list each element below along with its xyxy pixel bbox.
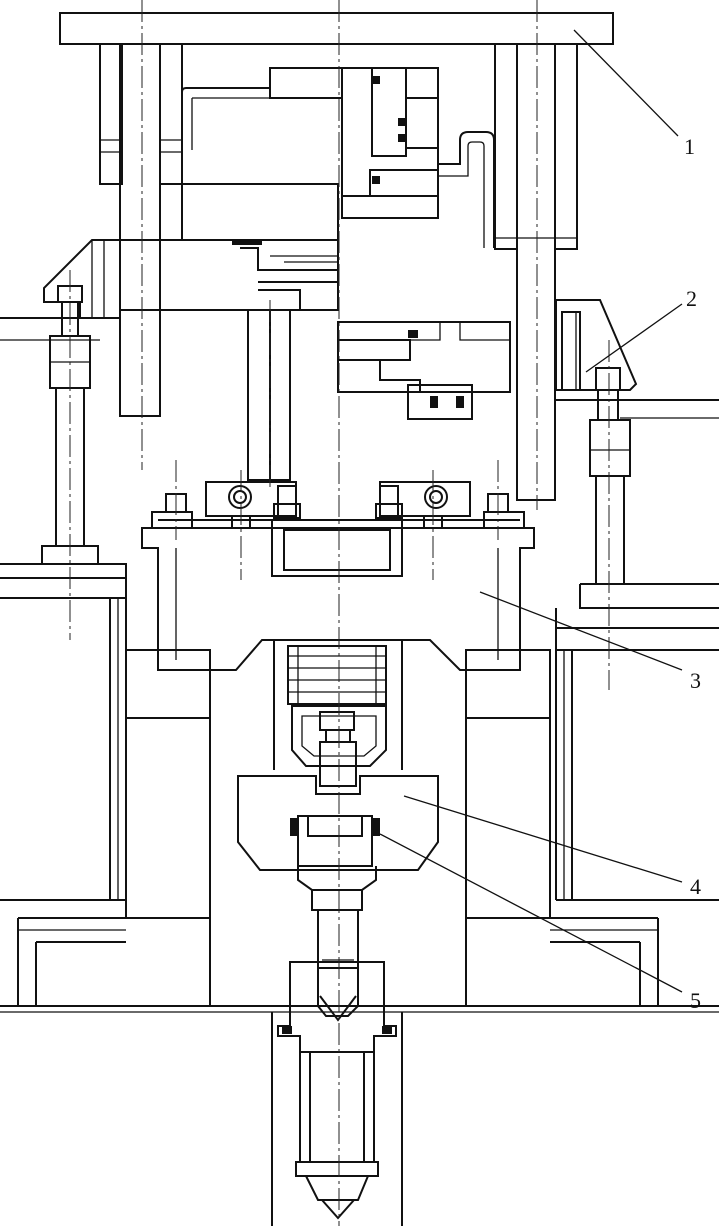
left-side-bracket xyxy=(0,239,127,599)
leader-4 xyxy=(403,795,683,883)
leader-lines xyxy=(379,29,683,993)
callout-3: 3 xyxy=(690,668,701,693)
callout-2: 2 xyxy=(686,286,697,311)
leader-1 xyxy=(573,29,679,137)
die-body xyxy=(141,493,535,671)
leader-3 xyxy=(479,591,683,671)
callout-1: 1 xyxy=(684,134,695,159)
callout-5: 5 xyxy=(690,988,701,1013)
punch-holder xyxy=(291,705,387,787)
piston-rods xyxy=(247,309,511,481)
left-guide-column xyxy=(99,43,183,417)
leader-5 xyxy=(379,833,683,993)
callout-4: 4 xyxy=(690,874,701,899)
spring-stack xyxy=(287,645,387,705)
right-guide-column xyxy=(494,43,578,501)
top-plate xyxy=(59,12,614,45)
bottom-base xyxy=(0,917,719,1013)
bushing-insert xyxy=(290,815,380,891)
lower-cylinder xyxy=(271,961,403,1226)
upper-beam xyxy=(119,239,339,311)
leader-2 xyxy=(585,303,683,373)
center-lines xyxy=(69,0,610,1226)
ejector-pin xyxy=(311,889,363,1017)
upper-cylinder-block xyxy=(181,67,495,248)
right-side-bracket xyxy=(555,299,719,651)
callouts: 1 2 3 4 5 xyxy=(684,134,701,1013)
